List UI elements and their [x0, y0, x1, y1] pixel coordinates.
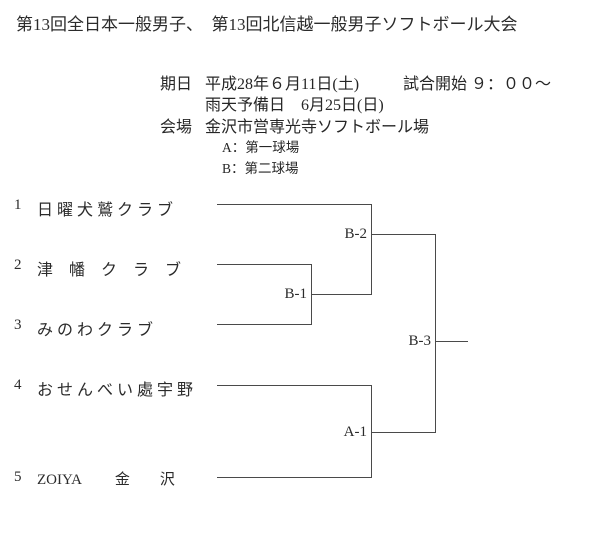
bracket-line-team3	[217, 324, 311, 325]
team-name-5: ZOIYA 金 沢	[37, 472, 175, 488]
match-label-b3: B-3	[408, 333, 432, 349]
match-label-b2: B-2	[344, 226, 368, 242]
field-a-label: A：第一球場	[222, 140, 300, 155]
bracket-line-team2	[217, 264, 311, 265]
team-name-2: 津 幡 ク ラ ブ	[37, 262, 182, 279]
field-b-label: B：第二球場	[222, 161, 299, 176]
match-label-a1: A-1	[343, 424, 367, 440]
bracket-connector-b3	[435, 234, 436, 433]
bracket-line-champion	[435, 341, 468, 342]
bracket-line-team5	[217, 477, 371, 478]
bracket-line-b2-out	[371, 234, 435, 235]
team-seed-1: 1	[14, 197, 22, 213]
team-seed-5: 5	[14, 469, 22, 485]
bracket-connector-b2	[371, 204, 372, 295]
team-seed-4: 4	[14, 377, 22, 393]
bracket-connector-a1	[371, 385, 372, 478]
team-name-1: 日 曜 犬 鷲 ク ラ ブ	[37, 202, 174, 219]
team-seed-3: 3	[14, 317, 22, 333]
venue-label: 会場	[160, 119, 193, 136]
start-time-value: 試合開始 ９：００〜	[403, 76, 552, 93]
match-label-b1: B-1	[284, 286, 308, 302]
bracket-line-team1	[217, 204, 371, 205]
team-seed-2: 2	[14, 257, 22, 273]
bracket-line-a1-out	[371, 432, 435, 433]
rain-date-value: 雨天予備日 6月25日(日)	[205, 97, 384, 114]
team-name-4: お せ ん べ い 處 宇 野	[37, 382, 194, 399]
bracket-line-team4	[217, 385, 371, 386]
page-title: 第13回全日本一般男子、 第13回北信越一般男子ソフトボール大会	[16, 15, 518, 34]
date-value: 平成28年６月11日(土)	[205, 76, 360, 93]
date-label: 期日	[160, 76, 193, 93]
bracket-line-b1-out	[311, 294, 371, 295]
team-name-3: み の わ ク ラ ブ	[37, 322, 154, 339]
venue-value: 金沢市営専光寺ソフトボール場	[205, 119, 430, 136]
